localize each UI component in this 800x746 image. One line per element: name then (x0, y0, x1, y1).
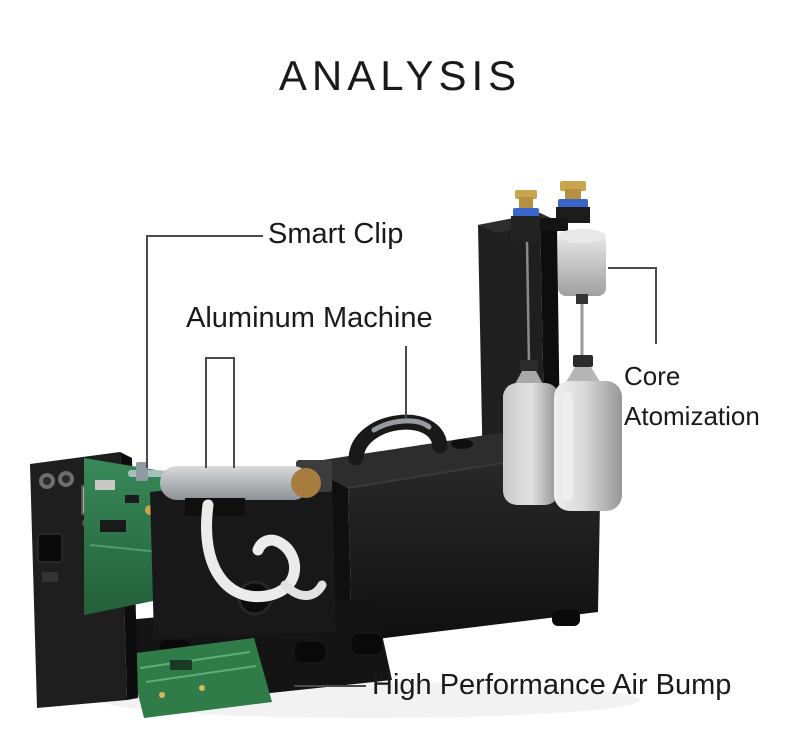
label-core-line2: Atomization (624, 401, 760, 431)
label-air-pump: High Performance Air Bump (372, 669, 732, 701)
carry-handle (348, 414, 448, 466)
core-atomization-leader-line (608, 267, 657, 344)
page-title: ANALYSIS (278, 52, 522, 99)
label-aluminum-machine: Aluminum Machine (186, 302, 433, 334)
label-smart-clip: Smart Clip (268, 218, 404, 250)
label-core-line1: Core (624, 361, 681, 391)
aluminum-pump (150, 460, 336, 638)
white-air-tube (201, 499, 327, 603)
aluminum-bottles (503, 355, 622, 511)
circuit-board (84, 458, 168, 615)
atomizer-heads (511, 181, 606, 370)
smart-clip-leader-line (146, 235, 263, 468)
bottom-pcb (128, 638, 272, 718)
atomization-core (558, 229, 606, 370)
aluminum-machine-bracket-line (205, 357, 235, 468)
label-core-atomization: Core Atomization (624, 356, 760, 436)
